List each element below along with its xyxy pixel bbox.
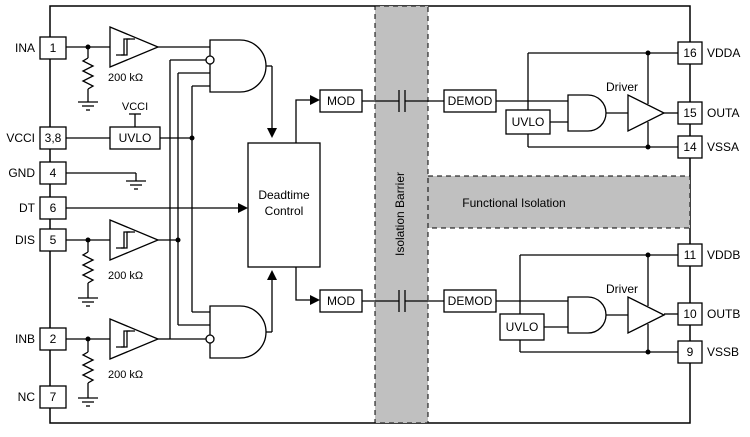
and-gate-out-b — [567, 296, 607, 334]
pin-vssb: 9 VSSB — [677, 340, 739, 364]
deadtime-label-line2: Control — [265, 204, 304, 218]
isolation-barrier — [374, 5, 429, 424]
pin-number: 3,8 — [45, 131, 62, 145]
pin-name: INB — [15, 332, 35, 346]
pin-vdda: 16 VDDA — [677, 41, 740, 65]
pin-outb: 10 OUTB — [677, 302, 740, 326]
pin-ina: 1 INA — [15, 36, 67, 60]
uvlo-a-box — [505, 109, 551, 135]
dt-wire — [66, 203, 248, 213]
dis-chain: 200 kΩ — [66, 72, 210, 326]
pin-name: DT — [19, 201, 36, 215]
pin-vddb: 11 VDDB — [677, 243, 740, 267]
pin-inb: 2 INB — [15, 327, 67, 351]
isolation-barrier-label: Isolation Barrier — [393, 172, 407, 256]
resistor-label-a: 200 kΩ — [108, 72, 143, 84]
pin-name: OUTB — [707, 307, 740, 321]
pin-vcci: 3,8 VCCI — [6, 126, 67, 150]
pin-number: 9 — [687, 345, 694, 359]
pin-name: DIS — [15, 233, 35, 247]
resistor-label-dis: 200 kΩ — [108, 270, 143, 282]
input-a-chain: 200 kΩ — [66, 26, 210, 111]
demod-a: DEMOD — [443, 89, 497, 113]
uvlo-input: UVLO VCCI — [66, 85, 210, 313]
pin-number: 4 — [50, 166, 57, 180]
pin-number: 5 — [50, 233, 57, 247]
pin-dis: 5 DIS — [15, 228, 67, 252]
vcci-tap-label: VCCI — [122, 101, 148, 113]
deadtime-outputs — [295, 95, 320, 305]
demod-b-label: DEMOD — [448, 294, 493, 308]
pin-number: 2 — [50, 332, 57, 346]
functional-isolation-band — [427, 175, 691, 229]
mod-b-label: MOD — [327, 294, 355, 308]
capacitor-a — [362, 90, 444, 112]
pin-name: OUTA — [707, 106, 739, 120]
pin-vssa: 14 VSSA — [677, 135, 739, 159]
pin-number: 1 — [50, 41, 57, 55]
pin-name: VDDB — [707, 248, 740, 262]
driver-a — [627, 93, 666, 133]
and-gate-a — [205, 39, 277, 138]
pin-name: GND — [8, 166, 35, 180]
mod-b: MOD — [319, 289, 363, 313]
functional-isolation-label: Functional Isolation — [462, 196, 565, 210]
pin-number: 6 — [50, 201, 57, 215]
pin-name: VCCI — [6, 131, 35, 145]
pin-number: 10 — [683, 307, 697, 321]
resistor-label-b: 200 kΩ — [108, 369, 143, 381]
schmitt-buffer-b — [109, 318, 160, 360]
and-gate-b — [205, 270, 277, 359]
input-b-chain: 200 kΩ — [66, 59, 210, 407]
pin-gnd: 4 GND — [8, 161, 67, 185]
mod-a-label: MOD — [327, 94, 355, 108]
capacitor-b — [362, 290, 444, 312]
pin-number: 16 — [683, 46, 697, 60]
pin-outa: 15 OUTA — [677, 101, 739, 125]
uvlo-a-label: UVLO — [512, 115, 545, 129]
schmitt-buffer-dis — [109, 219, 160, 261]
uvlo-input-label: UVLO — [119, 131, 152, 145]
and-gate-out-a — [567, 94, 607, 132]
output-b-chain: UVLO Driver — [496, 252, 678, 355]
pin-number: 14 — [683, 140, 697, 154]
deadtime-control-block: Deadtime Control — [247, 142, 321, 268]
output-a-chain: UVLO Driver — [496, 50, 678, 150]
schmitt-buffer-a — [109, 26, 160, 68]
gnd-wire — [66, 172, 146, 190]
pin-name: VSSA — [707, 140, 739, 154]
pin-nc: 7 NC — [18, 385, 67, 409]
uvlo-b-box — [499, 313, 545, 341]
demod-a-label: DEMOD — [448, 94, 493, 108]
driver-b-label: Driver — [606, 282, 638, 296]
deadtime-label-line1: Deadtime — [258, 188, 310, 202]
uvlo-b-label: UVLO — [506, 320, 539, 334]
pin-number: 15 — [683, 106, 697, 120]
pin-number: 11 — [684, 248, 697, 262]
driver-a-label: Driver — [606, 80, 638, 94]
pin-name: VSSB — [707, 345, 739, 359]
demod-b: DEMOD — [443, 289, 497, 313]
pin-name: INA — [15, 41, 35, 55]
pin-name: NC — [18, 390, 36, 404]
pin-name: VDDA — [707, 46, 740, 60]
pin-dt: 6 DT — [19, 196, 67, 220]
mod-a: MOD — [319, 89, 363, 113]
driver-b — [627, 295, 666, 335]
pin-number: 7 — [50, 390, 57, 404]
